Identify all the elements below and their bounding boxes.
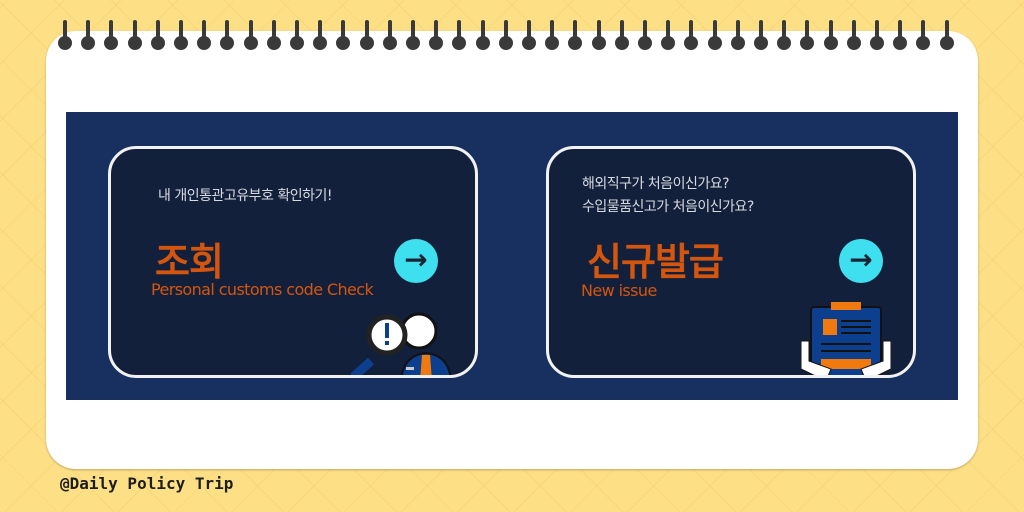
ring xyxy=(661,20,676,50)
ring xyxy=(359,20,374,50)
customs-banner: 내 개인통관고유부호 확인하기! 조회 Personal customs cod… xyxy=(66,112,958,400)
ring xyxy=(174,20,188,50)
ring xyxy=(81,20,96,50)
ring xyxy=(730,20,745,50)
new-issue-subtitle-1: 해외직구가 처음이신가요? xyxy=(582,176,730,192)
ring xyxy=(823,20,838,50)
new-issue-subtitle-2: 수입물품신고가 처음이신가요? xyxy=(582,199,754,215)
ring xyxy=(127,20,142,50)
ring xyxy=(266,20,281,50)
ring xyxy=(313,20,328,50)
ring xyxy=(638,20,652,50)
ring xyxy=(568,20,583,50)
ring xyxy=(150,20,165,50)
spiral-binding xyxy=(58,20,958,50)
ring xyxy=(870,20,884,50)
ring xyxy=(754,20,768,50)
ring xyxy=(406,20,420,50)
ring xyxy=(591,20,606,50)
ring xyxy=(614,20,629,50)
ring xyxy=(290,20,304,50)
ring xyxy=(545,20,560,50)
ring xyxy=(893,20,908,50)
ring xyxy=(243,20,258,50)
lookup-english: Personal customs code Check xyxy=(151,280,374,299)
ring xyxy=(522,20,536,50)
ring xyxy=(939,20,954,50)
arrow-right-icon[interactable]: → xyxy=(839,239,883,283)
ring xyxy=(452,20,467,50)
ring xyxy=(197,20,212,50)
lookup-card[interactable]: 내 개인통관고유부호 확인하기! 조회 Personal customs cod… xyxy=(108,146,478,378)
new-issue-title: 신규발급 xyxy=(587,240,724,284)
ring xyxy=(498,20,513,50)
lookup-title: 조회 xyxy=(155,240,224,284)
new-issue-card[interactable]: 해외직구가 처음이신가요? 수입물품신고가 처음이신가요? 신규발급 New i… xyxy=(546,146,916,378)
ring xyxy=(104,20,119,50)
ring xyxy=(475,20,490,50)
new-issue-english: New issue xyxy=(581,281,657,300)
ring xyxy=(336,20,351,50)
ring xyxy=(916,20,931,50)
ring xyxy=(58,20,72,50)
ring xyxy=(220,20,235,50)
ring xyxy=(846,20,861,50)
person-magnifier-icon xyxy=(351,312,451,375)
ring xyxy=(800,20,815,50)
ring xyxy=(684,20,699,50)
footer-credit: @Daily Policy Trip xyxy=(60,474,234,493)
clipboard-document-icon xyxy=(801,302,891,375)
ring xyxy=(707,20,722,50)
ring xyxy=(429,20,444,50)
ring xyxy=(382,20,397,50)
lookup-subtitle: 내 개인통관고유부호 확인하기! xyxy=(158,188,332,204)
ring xyxy=(777,20,792,50)
arrow-right-icon[interactable]: → xyxy=(394,239,438,283)
